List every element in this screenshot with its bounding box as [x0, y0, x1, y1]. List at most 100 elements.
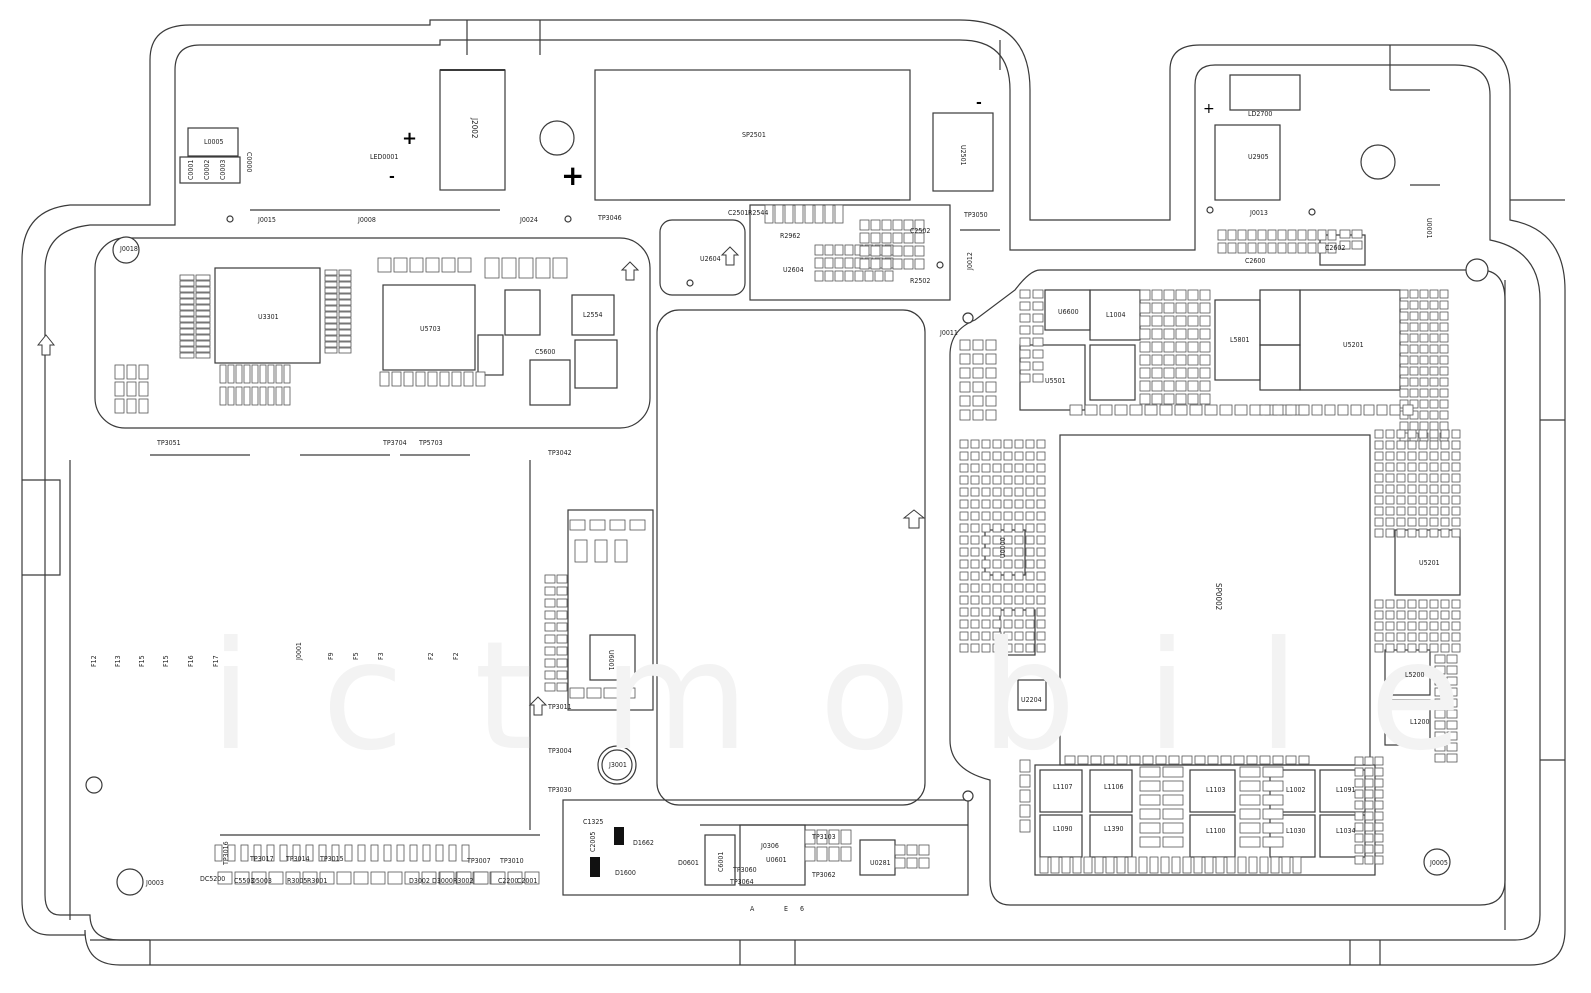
- smd-pad: [1003, 499, 1013, 509]
- smd-pad: [959, 547, 969, 557]
- smd-pad: [552, 257, 568, 279]
- smd-pad: [1440, 495, 1450, 505]
- smd-pad: [970, 583, 980, 593]
- pad-label: F2: [452, 652, 460, 660]
- smd-pad: [774, 204, 784, 224]
- smd-pad: [267, 364, 275, 384]
- smd-pad: [1036, 451, 1046, 461]
- smd-pad: [970, 607, 980, 617]
- smd-pad: [1019, 373, 1031, 383]
- smd-pad: [338, 299, 352, 306]
- smd-pad: [1139, 302, 1151, 314]
- smd-pad: [243, 364, 251, 384]
- component-label: L1107: [1053, 783, 1073, 791]
- smd-pad: [1159, 404, 1173, 416]
- component-label: SP2501: [742, 131, 766, 139]
- smd-pad: [992, 451, 1002, 461]
- smd-pad: [985, 409, 997, 421]
- smd-pad: [1396, 517, 1406, 527]
- smd-pad: [1204, 404, 1218, 416]
- smd-pad: [1327, 242, 1337, 254]
- smd-pad: [1407, 462, 1417, 472]
- smd-pad: [1434, 676, 1446, 686]
- smd-pad: [1429, 421, 1439, 431]
- smd-pad: [1399, 344, 1409, 354]
- smd-pad: [1364, 811, 1374, 821]
- smd-pad: [1084, 404, 1098, 416]
- smd-pad: [324, 287, 338, 294]
- smd-pad: [463, 371, 474, 387]
- smd-pad: [1396, 473, 1406, 483]
- smd-pad: [1429, 377, 1439, 387]
- center-shield: [656, 309, 926, 806]
- smd-pad: [574, 539, 588, 563]
- smd-pad: [959, 339, 971, 351]
- smd-pad: [1418, 599, 1428, 609]
- smd-pad: [1036, 607, 1046, 617]
- smd-pad: [235, 364, 243, 384]
- smd-pad: [1175, 380, 1187, 392]
- smd-pad: [439, 871, 455, 885]
- smd-pad: [1036, 631, 1046, 641]
- smd-pad: [353, 871, 369, 885]
- smd-pad: [1129, 404, 1143, 416]
- smd-pad: [409, 257, 424, 273]
- smd-pad: [1139, 794, 1161, 806]
- smd-pad: [1090, 755, 1102, 765]
- smd-pad: [1419, 311, 1429, 321]
- smd-pad: [1142, 755, 1154, 765]
- smd-pad: [338, 275, 352, 282]
- smd-pad: [1407, 610, 1417, 620]
- smd-pad: [1429, 517, 1439, 527]
- smd-pad: [1239, 836, 1261, 848]
- smd-pad: [179, 292, 195, 299]
- smd-pad: [1396, 599, 1406, 609]
- smd-pad: [840, 829, 852, 845]
- smd-pad: [959, 523, 969, 533]
- smd-pad: [1374, 778, 1384, 788]
- smd-pad: [324, 305, 338, 312]
- component-label: U5703: [420, 325, 441, 333]
- smd-pad: [1396, 462, 1406, 472]
- smd-pad: [556, 586, 568, 596]
- smd-pad: [985, 381, 997, 393]
- smd-pad: [179, 286, 195, 293]
- smd-pad: [1257, 242, 1267, 254]
- smd-pad: [981, 559, 991, 569]
- smd-pad: [421, 871, 437, 885]
- smd-pad: [1139, 380, 1151, 392]
- smd-pad: [1272, 755, 1284, 765]
- smd-pad: [1440, 621, 1450, 631]
- component-label: J0008: [358, 216, 376, 224]
- smd-pad: [1451, 610, 1461, 620]
- smd-pad: [1259, 755, 1271, 765]
- smd-pad: [1019, 313, 1031, 323]
- smd-pad: [285, 871, 301, 885]
- smd-pad: [1025, 463, 1035, 473]
- smd-pad: [1418, 484, 1428, 494]
- smd-pad: [959, 487, 969, 497]
- smd-pad: [1396, 484, 1406, 494]
- smd-pad: [1439, 421, 1449, 431]
- smd-pad: [1439, 355, 1449, 365]
- smd-pad: [970, 559, 980, 569]
- smd-pad: [1032, 313, 1044, 323]
- smd-pad: [1446, 731, 1458, 741]
- smd-pad: [1374, 451, 1384, 461]
- smd-pad: [970, 643, 980, 653]
- smd-pad: [814, 270, 824, 282]
- smd-pad: [219, 364, 227, 384]
- smd-pad: [1207, 755, 1219, 765]
- smd-pad: [1374, 610, 1384, 620]
- smd-pad: [490, 871, 506, 885]
- smd-pad: [195, 286, 211, 293]
- smd-pad: [1025, 607, 1035, 617]
- smd-pad: [620, 687, 636, 699]
- smd-pad: [1418, 473, 1428, 483]
- smd-pad: [383, 844, 392, 862]
- smd-pad: [1451, 473, 1461, 483]
- smd-pad: [1399, 377, 1409, 387]
- smd-pad: [1402, 404, 1414, 416]
- smd-pad: [1036, 439, 1046, 449]
- smd-pad: [1014, 631, 1024, 641]
